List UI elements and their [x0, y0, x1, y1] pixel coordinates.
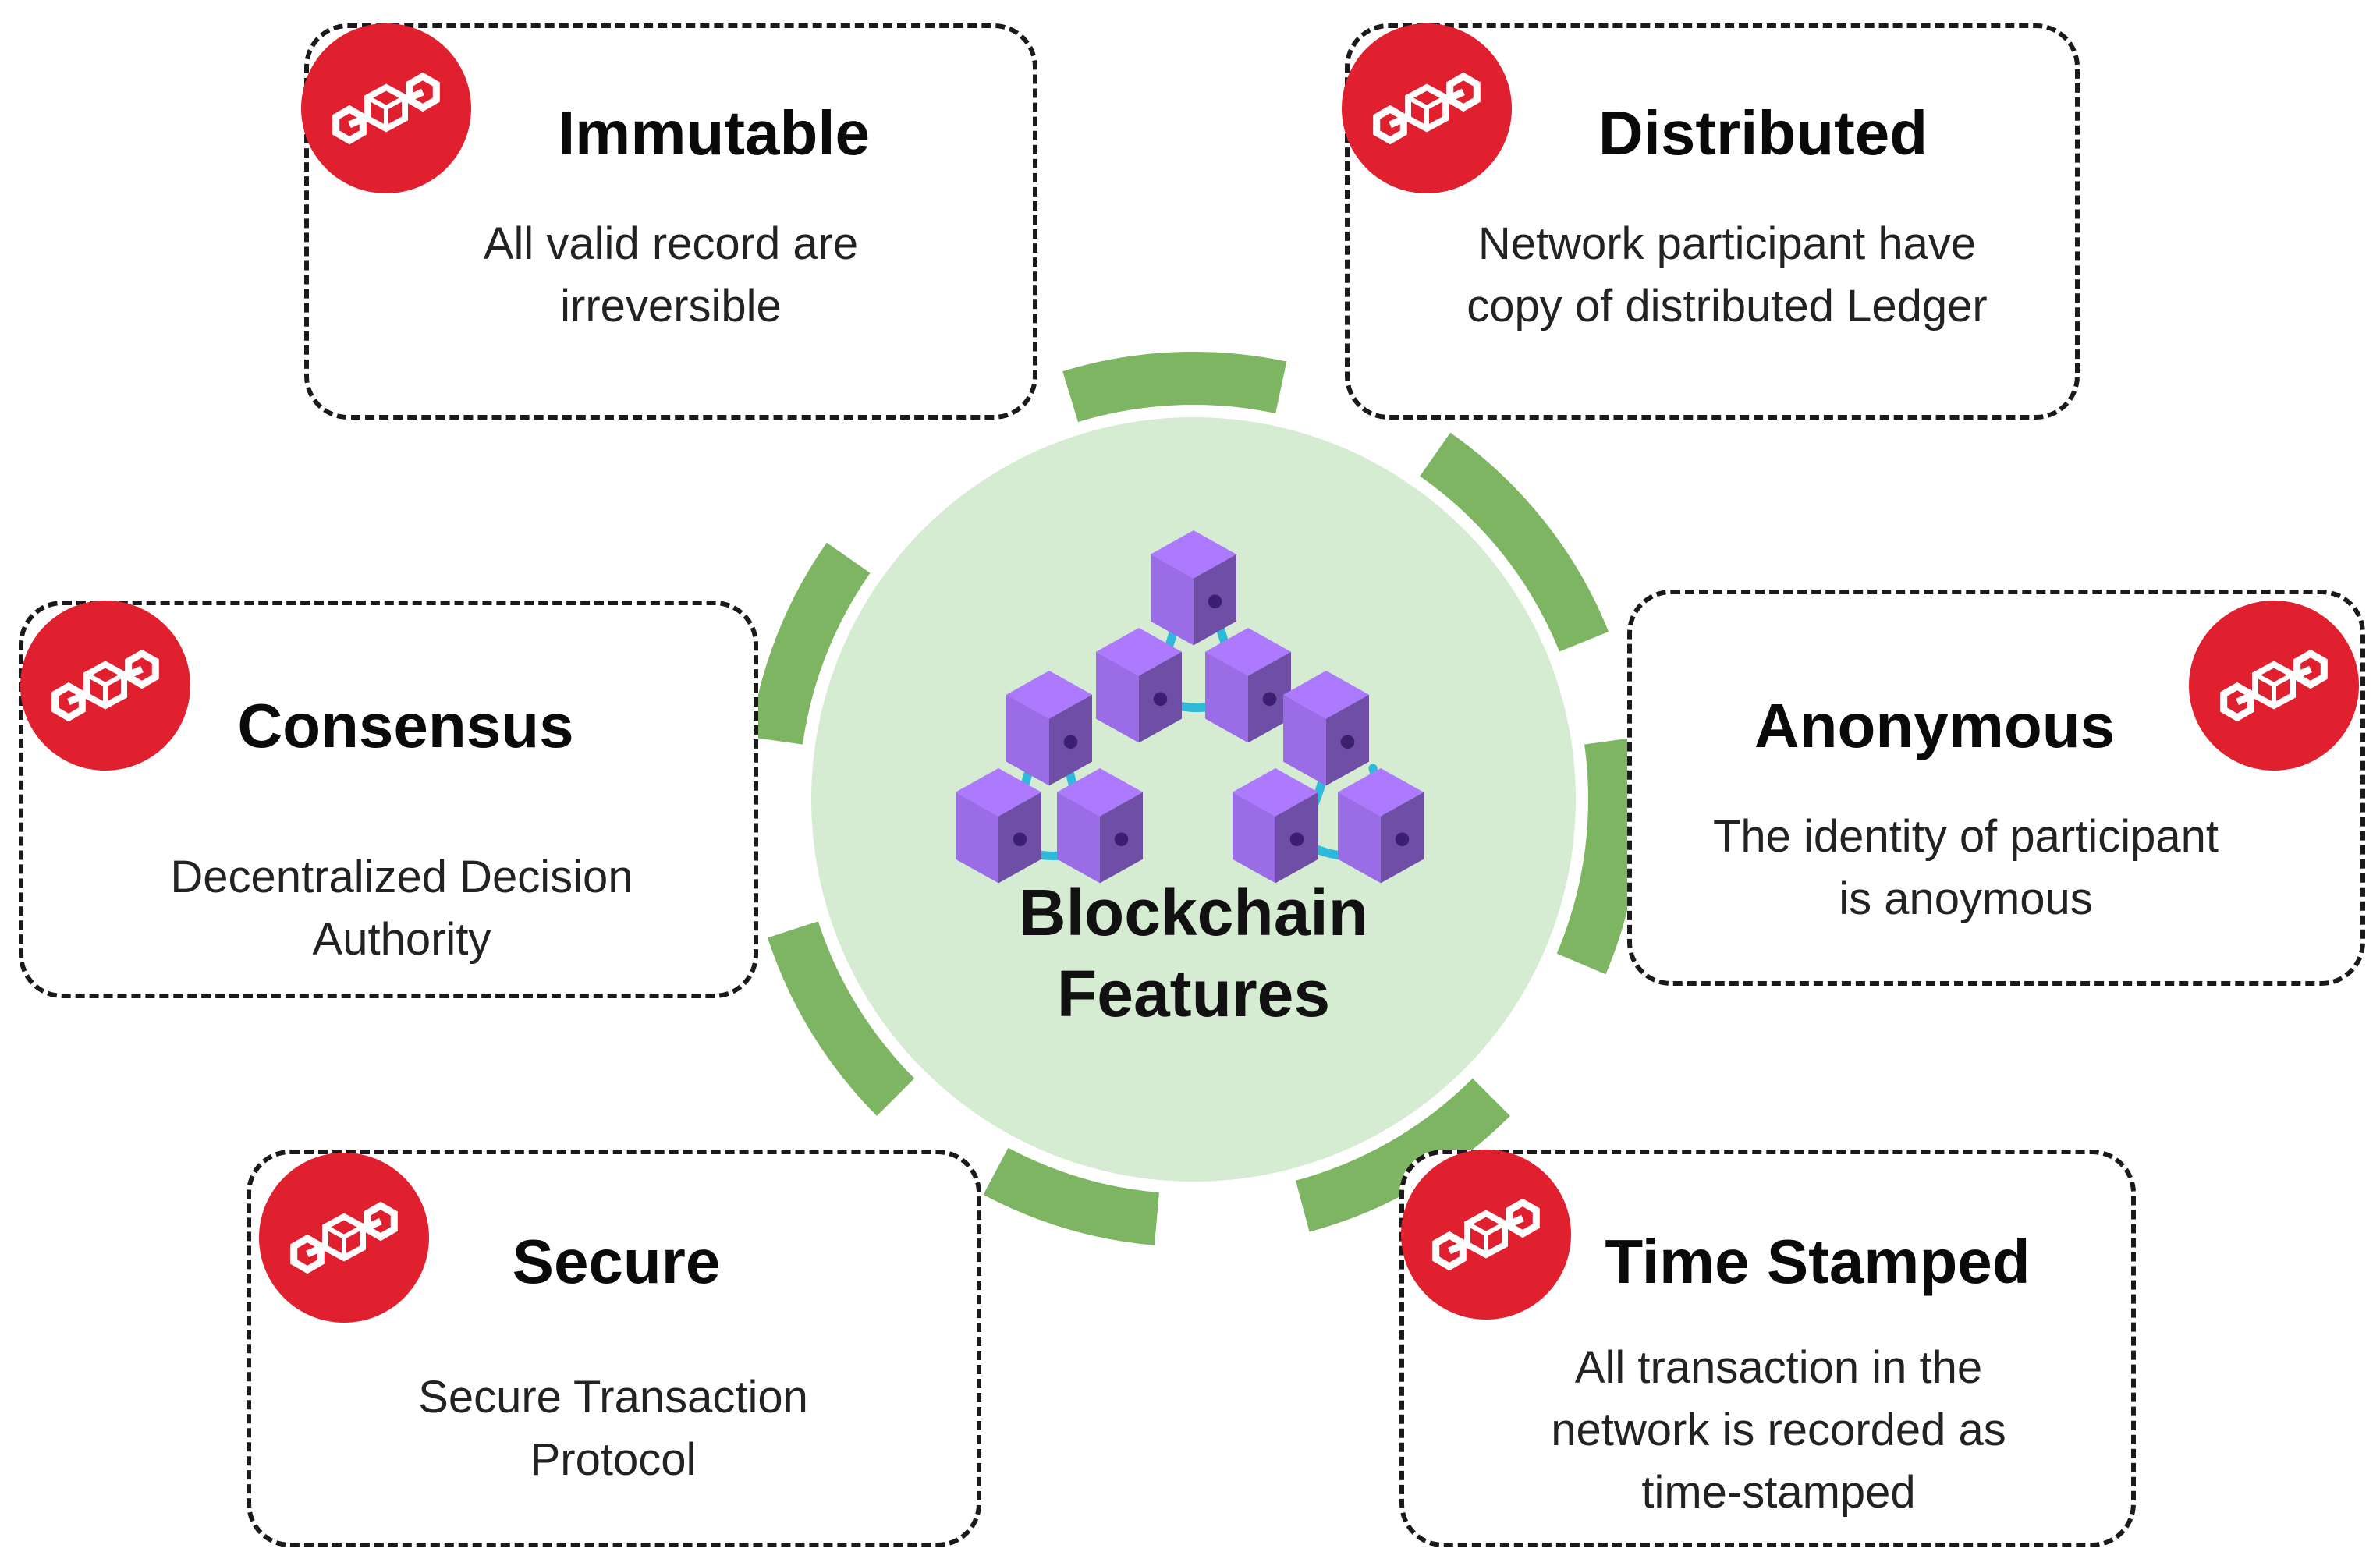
hub-ring-segments — [750, 352, 1641, 1245]
ring-segment-7 — [750, 542, 871, 745]
cube-mid-left — [1096, 628, 1182, 743]
badge-time-stamped — [1401, 1150, 1571, 1320]
ring-segment-2 — [1420, 432, 1609, 652]
cube-right-top — [1283, 671, 1369, 786]
chain-link-blocks-icon — [1373, 72, 1481, 145]
hub-title-line-1: Blockchain — [1018, 876, 1369, 949]
cube-right-bottom-right — [1338, 768, 1424, 884]
hub-title-line-2: Features — [1056, 957, 1331, 1030]
chain-link-blocks-icon — [2220, 649, 2328, 722]
ring-segment-3 — [1556, 737, 1641, 975]
badge-immutable — [301, 23, 471, 193]
feature-title-secure: Secure — [512, 1227, 721, 1296]
blockchain-cubes-icon — [956, 530, 1424, 884]
feature-title-distributed: Distributed — [1598, 98, 1928, 168]
feature-card-consensus — [19, 601, 758, 998]
cube-left-bottom-right — [1057, 768, 1143, 884]
feature-title-consensus: Consensus — [237, 691, 574, 760]
badge-distributed — [1342, 23, 1512, 193]
badge-consensus — [20, 601, 190, 771]
cube-mid-right — [1205, 628, 1291, 743]
feature-title-anonymous: Anonymous — [1754, 691, 2116, 760]
chain-link-blocks-icon — [1432, 1198, 1540, 1271]
badge-anonymous — [2189, 601, 2359, 771]
chain-link-blocks-icon — [290, 1201, 398, 1274]
cube-left-top — [1006, 671, 1092, 786]
chain-link-blocks-icon — [51, 649, 159, 722]
cube-left-bottom-left — [956, 768, 1041, 884]
ring-segment-1 — [1062, 352, 1287, 423]
feature-title-time-stamped: Time Stamped — [1605, 1227, 2031, 1296]
ring-segment-6 — [768, 921, 915, 1116]
feature-title-immutable: Immutable — [557, 98, 871, 168]
cube-top — [1151, 530, 1236, 646]
badge-secure — [259, 1153, 429, 1323]
ring-segment-5 — [983, 1147, 1160, 1245]
cube-right-bottom-left — [1233, 768, 1318, 884]
hub-circle — [811, 417, 1576, 1182]
ring-segment-4 — [1295, 1078, 1510, 1232]
chain-link-blocks-icon — [332, 72, 440, 145]
